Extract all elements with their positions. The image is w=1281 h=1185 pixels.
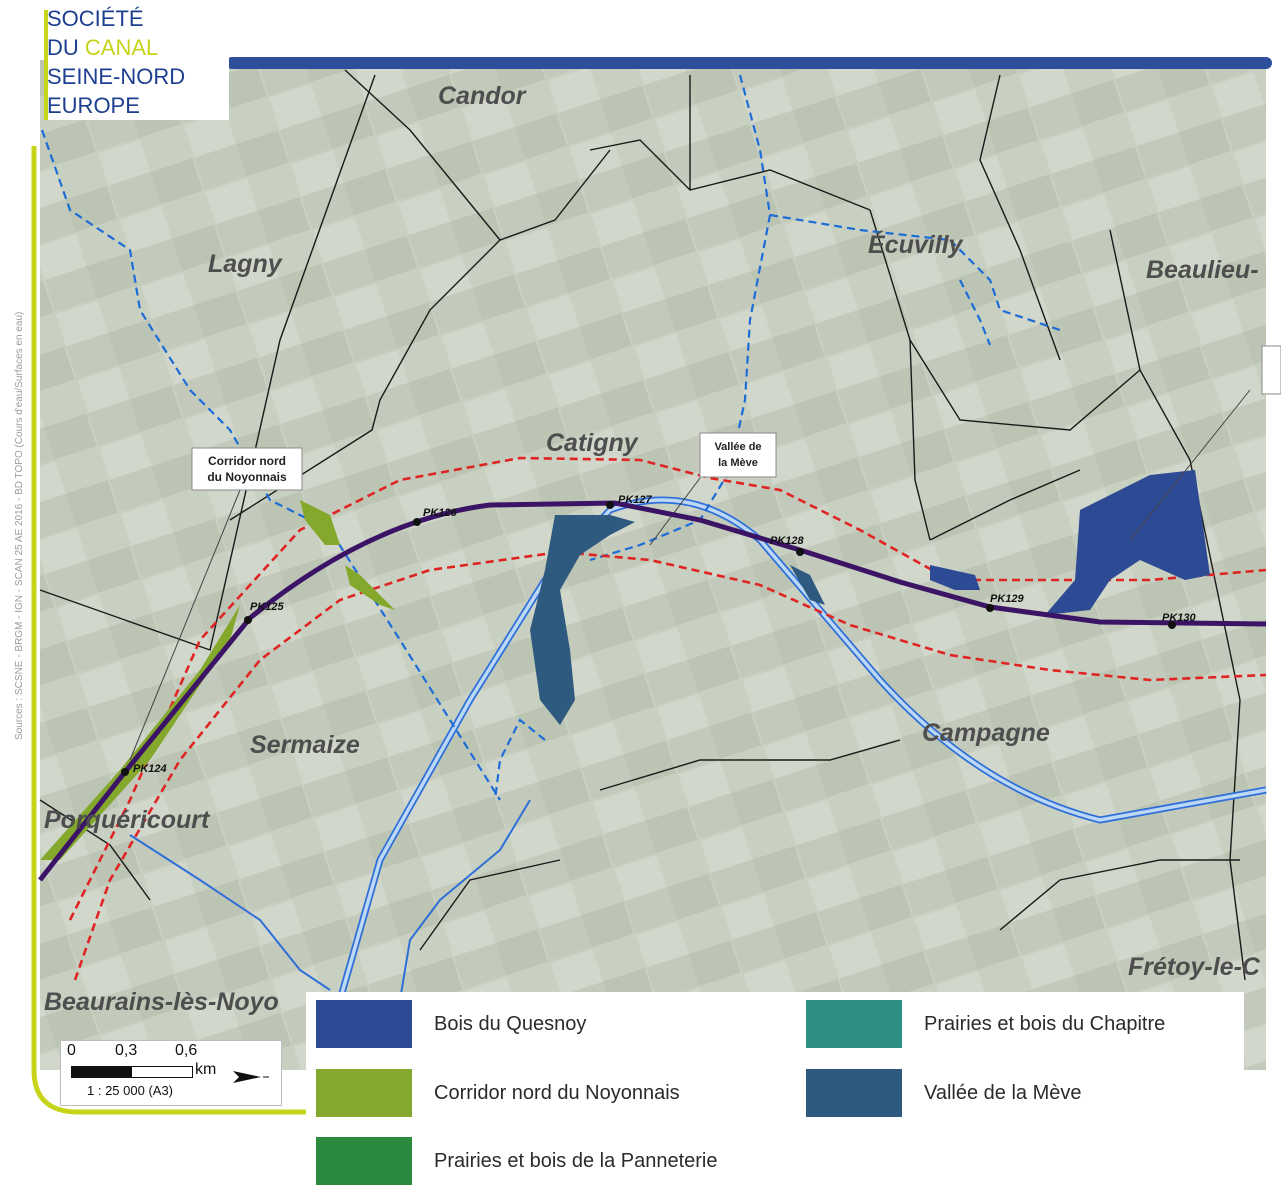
scale-bar [71, 1066, 193, 1078]
frame-left-border [31, 146, 306, 1115]
scale-tick-0: 0 [67, 1042, 76, 1059]
pk127-point [606, 501, 614, 509]
scale-tick-1: 0,3 [115, 1042, 138, 1059]
scale-ratio: 1 : 25 000 (A3) [87, 1083, 173, 1098]
place-campagne: Campagne [922, 719, 1050, 747]
pk130-point [1168, 621, 1176, 629]
legend-swatch [316, 1000, 412, 1048]
pk130-label: PK130 [1162, 612, 1197, 624]
place-ecuvilly: Écuvilly [868, 230, 964, 259]
logo-line-1: SOCIÉTÉ [47, 6, 144, 31]
study-corridor [68, 456, 1267, 981]
stream [129, 799, 531, 1001]
aerial-haze [40, 60, 1266, 1070]
place-beaulieu: Beaulieu- [1146, 256, 1259, 284]
place-lagny: Lagny [208, 250, 283, 278]
patch-bois-du-quesnoy-2 [930, 565, 980, 590]
callout-corridor-nord: Corridor nord du Noyonnais [191, 447, 303, 491]
place-catigny: Catigny [546, 429, 639, 457]
place-sermaize: Sermaize [250, 731, 360, 759]
pk129-point [986, 604, 994, 612]
aerial-background [40, 60, 1266, 1070]
callout-corridor-line1: Corridor nord [208, 454, 286, 468]
place-candor: Candor [438, 82, 527, 110]
patch-bois-du-quesnoy [1045, 470, 1210, 615]
callout-box-cropped [1261, 345, 1281, 395]
pk129-label: PK129 [990, 593, 1025, 605]
pk127-label: PK127 [618, 494, 653, 506]
pk125-label: PK125 [250, 601, 285, 613]
place-porquericourt: Porquéricourt [44, 806, 211, 834]
patch-corridor-nord-3 [345, 565, 395, 610]
logo-line-3: SEINE-NORD [47, 64, 186, 89]
legend-label: Prairies et bois de la Panneterie [434, 1150, 718, 1172]
legend-swatch [806, 1069, 902, 1117]
place-beaurains: Beaurains-lès-Noyo [44, 988, 279, 1016]
pk128-label: PK128 [770, 535, 805, 547]
patch-vallee-de-la-meve [530, 515, 635, 725]
canal-route [38, 500, 1267, 882]
legend-swatch [316, 1137, 412, 1185]
pk126-point [413, 518, 421, 526]
pk124-point [121, 768, 129, 776]
patch-corridor-nord-2 [300, 500, 340, 545]
patch-vallee-de-la-meve-2 [790, 565, 825, 605]
legend-swatch [806, 1000, 902, 1048]
callout-leaders [129, 389, 1251, 761]
scale-tick-2: 0,6 [175, 1042, 198, 1059]
legend-label: Corridor nord du Noyonnais [434, 1082, 680, 1104]
logo-line-4: EUROPE [47, 93, 140, 118]
sources-credit: Sources : SCSNE - BRGM - IGN - SCAN 25 A… [14, 311, 25, 740]
callout-vallee-line2: la Mève [718, 457, 758, 469]
legend-label: Prairies et bois du Chapitre [924, 1013, 1166, 1035]
legend-label: Vallée de la Mève [924, 1082, 1082, 1104]
pk124-label: PK124 [133, 763, 167, 775]
dashed-streams [40, 74, 1061, 801]
logo-societe-canal-seine-nord: SOCIÉTÉ DU CANAL SEINE-NORD EUROPE [44, 4, 229, 120]
logo-accent-bar [44, 10, 48, 120]
legend-swatch [316, 1069, 412, 1117]
commune-boundaries [39, 69, 1246, 981]
pk125-point [244, 616, 252, 624]
logo-line-2: DU CANAL [47, 35, 159, 60]
north-arrow-icon [233, 1071, 269, 1083]
scale-unit: km [195, 1061, 217, 1078]
pk126-label: PK126 [423, 507, 458, 519]
legend: Bois du Quesnoy Prairies et bois du Chap… [306, 992, 1244, 1185]
callout-vallee-line1: Vallée de [714, 441, 761, 453]
legend-label: Bois du Quesnoy [434, 1013, 587, 1035]
pk-markers: PK124 PK125 PK126 PK127 PK128 PK129 PK13… [121, 494, 1197, 776]
place-fretoy: Frétoy-le-C [1128, 953, 1261, 981]
scale-bar-box: 0 0,3 0,6 km 1 : 25 000 (A3) [60, 1040, 282, 1106]
pk128-point [796, 548, 804, 556]
callout-vallee-meve: Vallée de la Mève [699, 432, 777, 478]
callout-corridor-line2: du Noyonnais [207, 470, 287, 484]
